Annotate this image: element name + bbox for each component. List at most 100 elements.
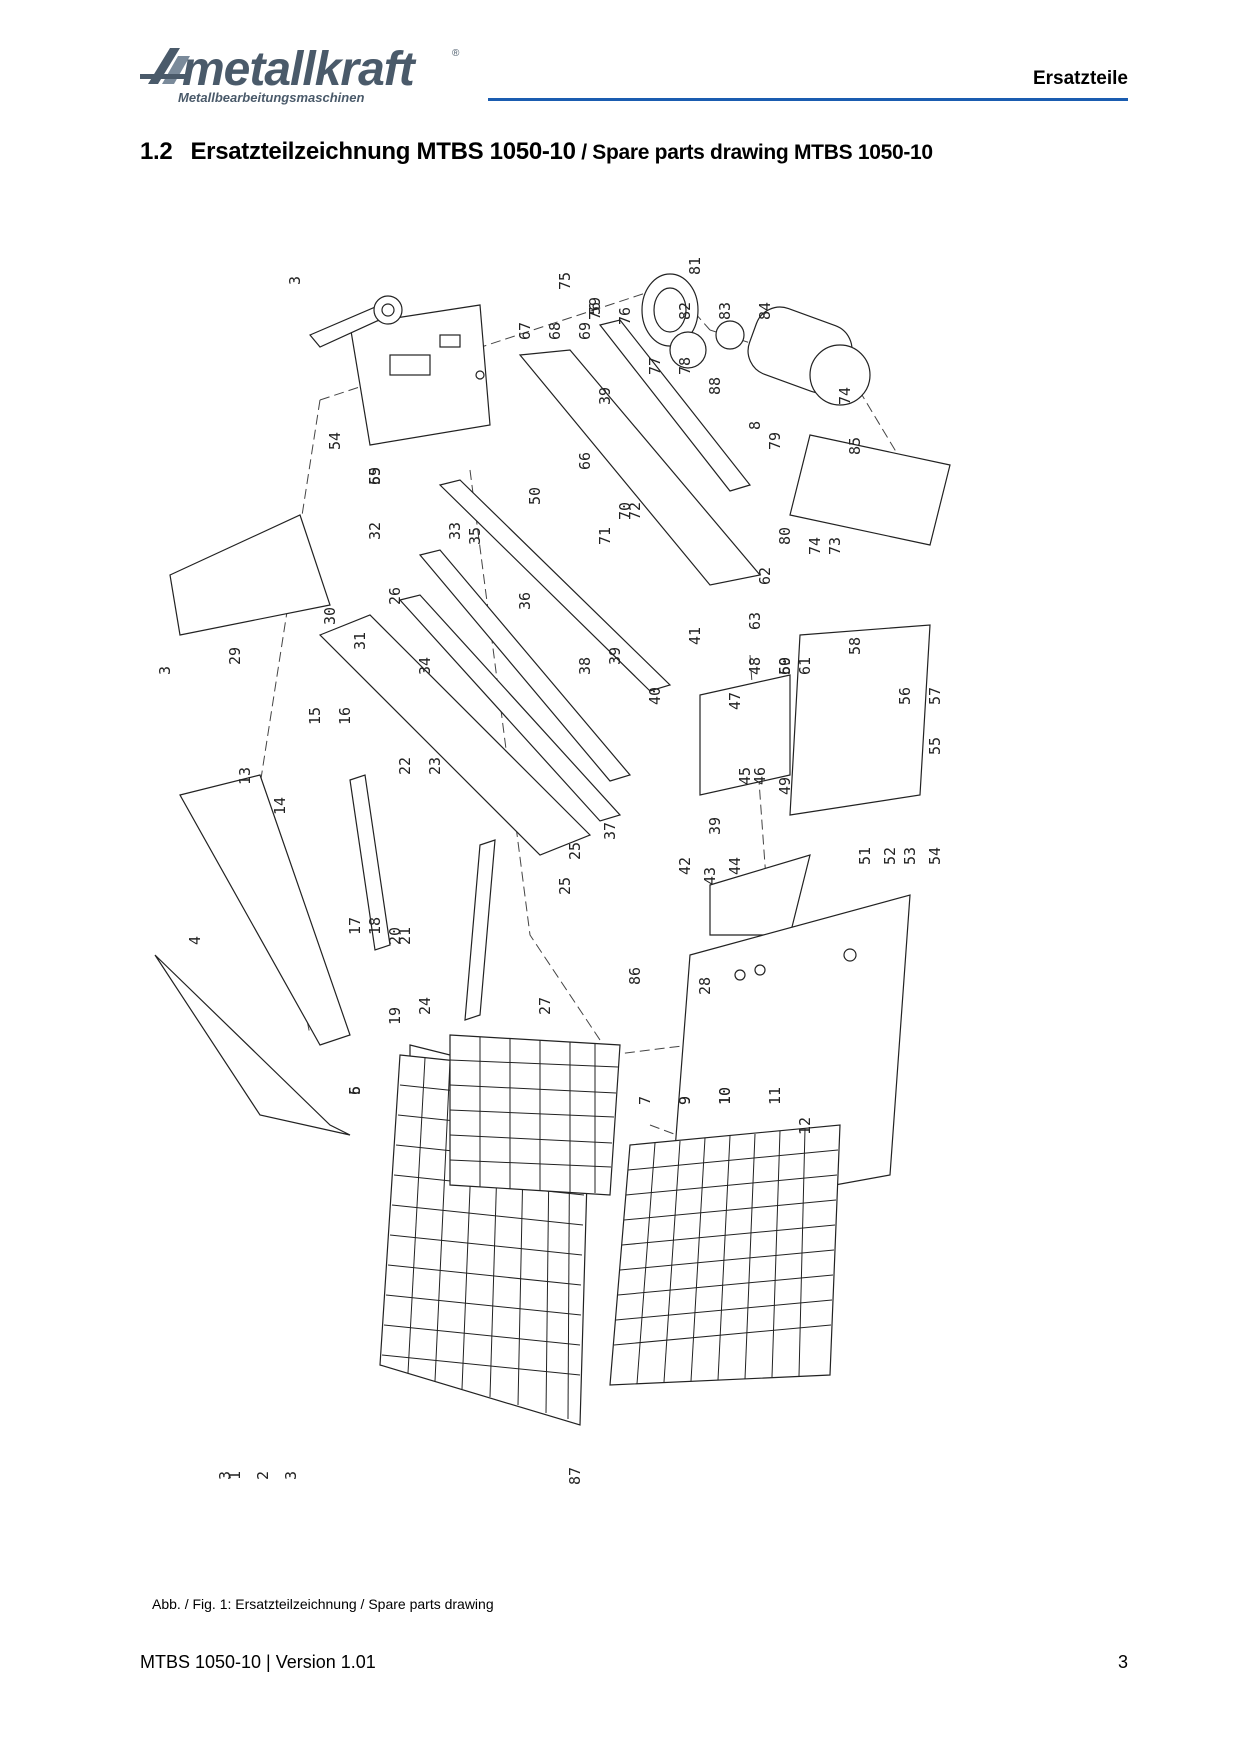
section-label: Ersatzteile [1032,68,1128,89]
part-number-label: 75 [556,272,574,290]
part-number-label: 85 [846,437,864,455]
part-number-label: 74 [806,537,824,555]
part-number-label: 2 [254,1471,272,1480]
part-number-label: 53 [901,847,919,865]
title-english: Spare parts drawing MTBS 1050-10 [592,141,933,164]
part-number-label: 59 [586,297,604,315]
part-number-label: 39 [596,387,614,405]
part-number-label: 25 [556,877,574,895]
part-number-label: 31 [351,632,369,650]
part-number-label: 3 [286,276,304,285]
part-number-label: 6 [346,1086,364,1095]
title-separator: / [575,141,593,164]
part-number-label: 24 [416,997,434,1015]
part-number-label: 7 [636,1096,654,1105]
part-number-label: 28 [696,977,714,995]
part-number-label: 38 [576,657,594,675]
brand-tagline: Metallbearbeitungsmaschinen [178,90,365,105]
part-number-label: 86 [626,967,644,985]
part-number-label: 18 [366,917,384,935]
part-number-label: 55 [926,737,944,755]
part-number-label: 22 [396,757,414,775]
part-number-label: 76 [586,302,604,320]
part-number-label: 59 [776,657,794,675]
part-number-label: 3 [282,1471,300,1480]
part-number-label: 3 [216,1471,234,1480]
part-number-label: 39 [606,647,624,665]
part-number-label: 58 [846,637,864,655]
part-number-label: 3 [156,666,174,675]
part-number-label: 84 [756,302,774,320]
header-divider [488,98,1128,101]
footer-page-number: 3 [1117,1652,1128,1672]
part-number-label: 20 [386,927,404,945]
part-number-label: 14 [271,797,289,815]
part-number-label: 42 [676,857,694,875]
part-number-label: 83 [716,302,734,320]
part-number-label: 82 [676,302,694,320]
part-number-label: 29 [226,647,244,665]
part-number-label: 61 [796,657,814,675]
part-number-label: 76 [616,307,634,325]
part-number-label: 44 [726,857,744,875]
part-number-label: 81 [686,257,704,275]
part-number-label: 46 [751,767,769,785]
page-title: 1.2 Ersatzteilzeichnung MTBS 1050-10 / Sp… [140,138,933,166]
part-number-label: 48 [746,657,764,675]
part-number-label: 26 [386,587,404,605]
part-number-label: 8 [746,421,764,430]
part-number-label: 47 [726,692,744,710]
title-german: Ersatzteilzeichnung MTBS 1050-10 [190,138,576,165]
part-number-label: 54 [926,847,944,865]
part-number-label: 45 [736,767,754,785]
registered-mark: ® [452,48,460,59]
part-number-label: 9 [676,1096,694,1105]
part-number-label: 59 [366,467,384,485]
logo-mark-icon [140,48,190,84]
part-number-label: 19 [386,1007,404,1025]
part-number-label: 67 [516,322,534,340]
part-number-label: 80 [776,527,794,545]
part-number-label: 16 [336,707,354,725]
part-number-label: 39 [706,817,724,835]
part-number-label: 9 [676,1096,694,1105]
part-number-label: 69 [576,322,594,340]
part-number-label: 27 [536,997,554,1015]
part-number-label: 23 [426,757,444,775]
footer-document-version: MTBS 1050-10 | Version 1.01 [140,1652,376,1672]
part-number-label: 71 [596,527,614,545]
part-number-label: 17 [346,917,364,935]
part-number-label: 43 [701,867,719,885]
part-number-label: 10 [716,1087,734,1105]
part-number-label: 4 [186,936,204,945]
part-number-label: 57 [926,687,944,705]
part-number-label: 68 [546,322,564,340]
part-number-label: 32 [366,522,384,540]
part-number-label: 33 [446,522,464,540]
part-number-label: 54 [326,432,344,450]
part-number-label: 50 [526,487,544,505]
brand-name: metallkraft [182,43,415,96]
part-number-label: 78 [676,357,694,375]
part-number-label: 30 [321,607,339,625]
part-number-label: 25 [566,842,584,860]
part-number-label: 65 [366,467,384,485]
part-number-label: 10 [716,1087,734,1105]
part-number-label: 72 [626,502,644,520]
part-number-label: 88 [706,377,724,395]
part-number-label: 63 [746,612,764,630]
part-number-label: 79 [766,432,784,450]
part-number-label: 49 [776,777,794,795]
part-number-label: 36 [516,592,534,610]
brand-logo: metallkraft ® Metallbearbeitungsmaschine… [140,43,470,110]
part-number-label: 56 [896,687,914,705]
part-number-label: 5 [346,1086,364,1095]
part-number-label: 37 [601,822,619,840]
part-number-label: 41 [686,627,704,645]
title-number: 1.2 [140,138,173,165]
part-number-label: 13 [236,767,254,785]
part-number-label: 52 [881,847,899,865]
part-number-label: 11 [766,1087,784,1105]
part-number-label: 62 [756,567,774,585]
